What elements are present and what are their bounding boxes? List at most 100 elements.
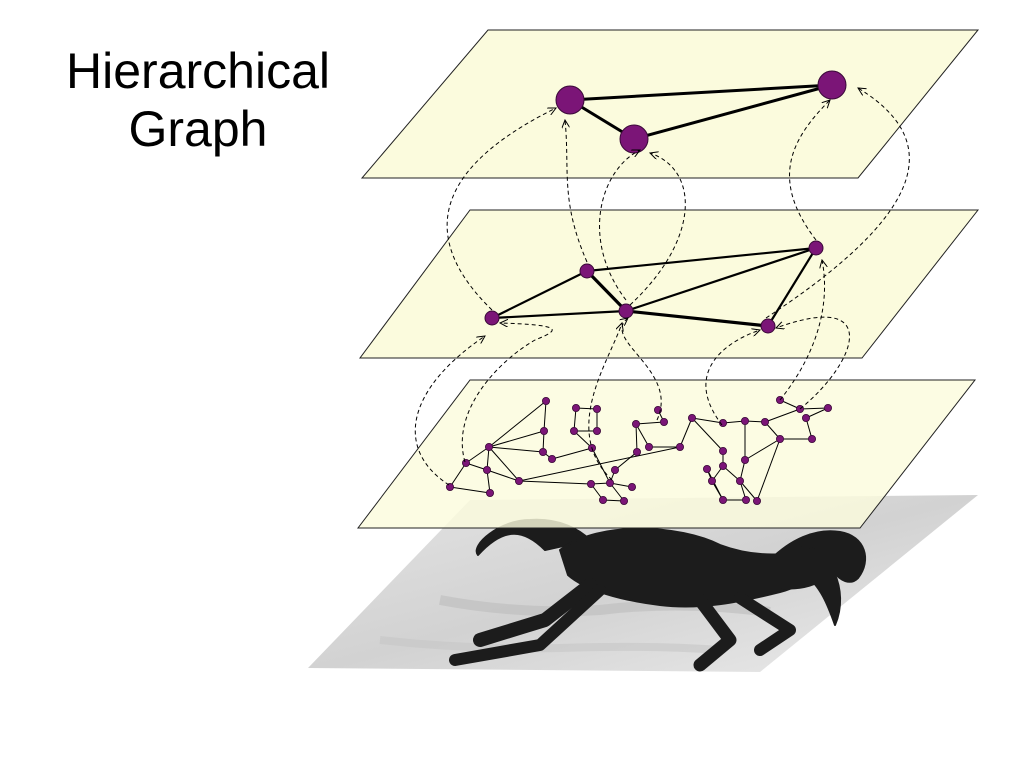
bottom-edge <box>635 423 650 448</box>
bottom-node <box>539 447 548 456</box>
top-edge <box>633 83 833 141</box>
bottom-node <box>606 478 615 487</box>
bottom-node <box>593 404 602 413</box>
hierarchy-arrow <box>705 330 760 426</box>
title-line-1: Hierarchical <box>66 43 330 99</box>
bottom-edge <box>764 408 801 423</box>
plane-top <box>360 29 980 179</box>
plane-middle <box>359 209 980 359</box>
middle-edge <box>767 247 817 327</box>
bottom-edge <box>573 430 593 449</box>
bottom-edge <box>551 447 593 460</box>
middle-node <box>618 303 634 319</box>
bottom-edge <box>488 446 520 482</box>
bottom-edge <box>488 430 545 448</box>
hierarchy-arrow <box>446 108 556 311</box>
bottom-node <box>802 413 811 422</box>
bottom-node <box>485 488 494 497</box>
hierarchy-arrows <box>414 88 910 486</box>
bottom-node <box>703 464 712 473</box>
top-edge <box>569 83 833 102</box>
horse-image <box>308 495 978 672</box>
top-node <box>619 124 649 154</box>
bottom-node <box>808 434 817 443</box>
bottom-node <box>741 455 750 464</box>
hierarchy-arrow <box>588 323 622 481</box>
bottom-node <box>445 482 454 491</box>
bottom-edge <box>488 400 547 448</box>
bottom-node <box>515 476 524 485</box>
bottom-node <box>572 403 581 412</box>
top-node <box>555 85 585 115</box>
bottom-node <box>540 426 549 435</box>
bottom-edge <box>679 417 693 448</box>
bottom-edge <box>591 447 611 484</box>
bottom-edge <box>756 438 781 502</box>
bottom-node <box>587 479 596 488</box>
plane-bottom <box>356 379 977 529</box>
middle-edge <box>586 246 817 273</box>
bottom-node <box>620 496 629 505</box>
bottom-edge <box>691 417 724 424</box>
bottom-node <box>461 458 470 467</box>
hierarchy-arrow <box>565 120 588 263</box>
hierarchy-arrow <box>779 260 825 401</box>
bottom-edge <box>449 462 467 488</box>
bottom-node <box>542 396 551 405</box>
bottom-node <box>719 446 728 455</box>
middle-edge <box>585 269 628 313</box>
bottom-node <box>548 454 557 463</box>
middle-node <box>484 310 500 326</box>
bottom-edge <box>614 451 638 471</box>
hierarchy-arrow <box>776 316 850 410</box>
bottom-node <box>676 442 685 451</box>
top-node <box>817 70 847 100</box>
middle-node <box>760 318 776 334</box>
bottom-edge <box>449 486 491 494</box>
bottom-node <box>761 417 770 426</box>
hierarchy-arrow <box>765 88 910 319</box>
bottom-node <box>611 465 620 474</box>
hierarchy-arrow <box>599 150 640 301</box>
bottom-edge <box>799 407 829 410</box>
bottom-edge <box>465 446 490 464</box>
bottom-node <box>741 416 750 425</box>
bottom-node <box>593 426 602 435</box>
bottom-node <box>599 495 608 504</box>
bottom-edge <box>744 438 781 461</box>
bottom-node <box>736 476 745 485</box>
bottom-edge <box>635 423 638 453</box>
bottom-edge <box>635 421 665 425</box>
bottom-node <box>633 447 642 456</box>
bottom-node <box>632 419 641 428</box>
hierarchy-arrow <box>622 318 662 421</box>
bottom-edge <box>488 446 544 453</box>
bottom-node <box>753 496 762 505</box>
bottom-edge <box>518 446 681 482</box>
bottom-node <box>570 426 579 435</box>
top-level-graph <box>555 70 847 154</box>
bottom-edge <box>543 400 547 432</box>
middle-node <box>579 263 595 279</box>
bottom-node <box>628 482 637 491</box>
title-line-2: Graph <box>128 101 268 157</box>
bottom-node <box>719 418 728 427</box>
middle-node <box>808 240 824 256</box>
middle-edge <box>491 270 588 319</box>
middle-edge <box>491 309 627 320</box>
bottom-node <box>719 461 728 470</box>
middle-level-graph <box>484 240 824 334</box>
bottom-node <box>742 495 751 504</box>
middle-edge <box>625 309 769 328</box>
bottom-node <box>482 465 491 474</box>
bottom-edge <box>739 480 758 502</box>
bottom-edge <box>805 407 829 419</box>
bottom-node <box>645 442 654 451</box>
bottom-edge <box>486 469 520 482</box>
bottom-node <box>688 413 697 422</box>
hierarchy-arrow <box>414 336 485 486</box>
bottom-edge <box>691 417 724 452</box>
bottom-level-graph <box>445 395 833 505</box>
bottom-edge <box>518 480 592 485</box>
